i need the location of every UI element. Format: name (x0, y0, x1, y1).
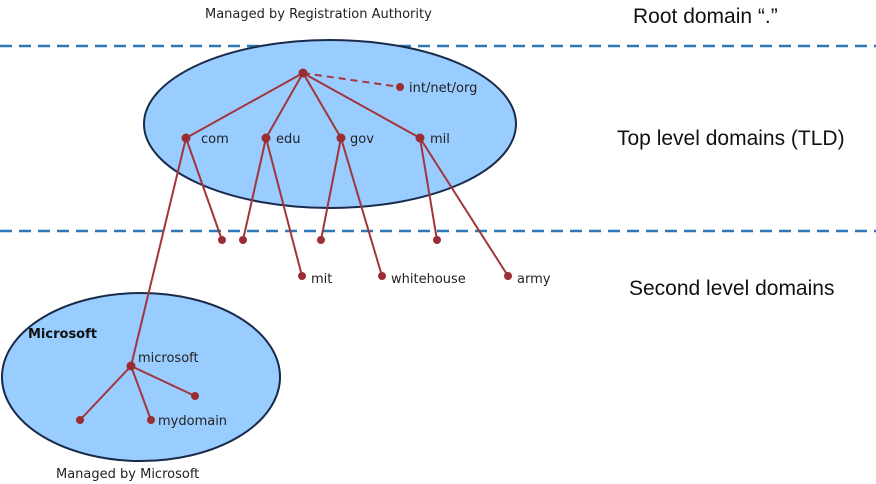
node-mil (415, 133, 425, 143)
node-com (181, 133, 191, 143)
label-edu: edu (276, 132, 301, 147)
caption-bottom: Managed by Microsoft (56, 467, 199, 482)
registration-authority-zone (143, 39, 517, 209)
node-gov-child (317, 236, 325, 244)
node-army (504, 272, 512, 280)
node-gov (336, 133, 346, 143)
edge-root-gov (302, 72, 342, 139)
edge-microsoft-right (130, 365, 196, 397)
node-whitehouse (378, 272, 386, 280)
level-label-tld: Top level domains (TLD) (617, 127, 845, 150)
edge-root-com (185, 72, 304, 139)
edge-mil-army (419, 137, 509, 277)
edge-root-int-net-org (302, 72, 401, 88)
label-mydomain: mydomain (158, 414, 227, 429)
edge-microsoft-mydomain (130, 365, 152, 421)
node-mil-child (433, 236, 441, 244)
edge-edu-unnamed (242, 137, 267, 241)
edge-root-mil (302, 72, 421, 139)
caption-top: Managed by Registration Authority (205, 7, 432, 22)
label-whitehouse: whitehouse (391, 272, 466, 287)
label-army: army (517, 272, 551, 287)
node-microsoft-right (191, 392, 199, 400)
label-mit: mit (311, 272, 332, 287)
node-int-net-org (396, 83, 404, 91)
level-label-second: Second level domains (629, 277, 834, 300)
microsoft-zone (1, 292, 281, 462)
node-edu (261, 133, 271, 143)
edge-gov-whitehouse (340, 137, 383, 277)
level-label-root: Root domain “.” (633, 5, 778, 28)
label-mil: mil (430, 132, 450, 147)
label-com: com (201, 132, 229, 147)
node-mydomain (147, 416, 155, 424)
edge-edu-mit (265, 137, 303, 277)
node-edu-child (239, 236, 247, 244)
node-microsoft-left (76, 416, 84, 424)
edge-com-unnamed (185, 137, 223, 241)
node-com-child (218, 236, 226, 244)
zone-label-microsoft: Microsoft (28, 327, 97, 342)
edge-microsoft-left (79, 365, 132, 421)
edge-gov-unnamed (320, 137, 342, 241)
edge-mil-unnamed (419, 137, 438, 241)
label-gov: gov (350, 132, 374, 147)
node-microsoft (126, 361, 136, 371)
label-int-net-org: int/net/org (409, 81, 477, 96)
root-node (298, 68, 308, 78)
node-mit (298, 272, 306, 280)
edge-root-edu (265, 72, 304, 139)
label-microsoft: microsoft (138, 351, 199, 366)
edge-com-microsoft (130, 137, 187, 367)
